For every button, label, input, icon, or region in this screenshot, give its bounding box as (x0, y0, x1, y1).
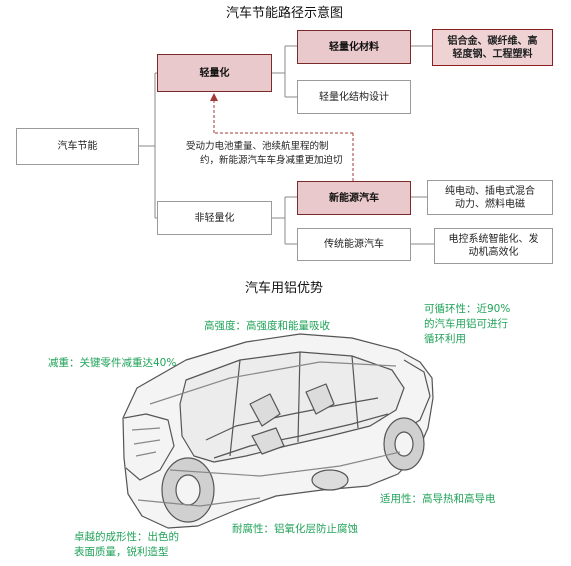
recycle-line-3: 循环利用 (424, 333, 466, 345)
traditional-detail-node: 电控系统智能化、发 动机高效化 (434, 228, 553, 264)
materials-detail-node: 铝合金、碳纤维、高 轻度钢、工程塑料 (432, 29, 553, 66)
materials-detail-line-1: 铝合金、碳纤维、高 (447, 35, 538, 47)
root-label: 汽车节能 (57, 141, 98, 152)
new-energy-node: 新能源汽车 (297, 181, 411, 215)
ne-detail-line-2: 动力、燃料电磁 (455, 198, 525, 210)
lightweight-label: 轻量化 (199, 67, 230, 79)
note-line-1: 受动力电池重量、池续航里程的制 (186, 141, 329, 152)
non-lightweight-node: 非轻量化 (157, 201, 272, 235)
recycle-line-1: 可循环性：近90% (424, 303, 511, 315)
advantage-suitability: 适用性：高导热和高导电 (380, 493, 496, 505)
materials-label: 轻量化材料 (329, 41, 379, 53)
new-energy-label: 新能源汽车 (329, 192, 379, 204)
materials-detail-line-2: 轻度钢、工程塑料 (452, 48, 533, 60)
advantage-forming: 卓越的成形性：出色的 表面质量，锐利造型 (74, 530, 179, 560)
advantage-recyclability: 可循环性：近90% 的汽车用铝可进行 循环利用 (424, 302, 510, 347)
traditional-node: 传统能源汽车 (297, 228, 411, 261)
recycle-line-2: 的汽车用铝可进行 (424, 318, 508, 330)
root-node: 汽车节能 (16, 128, 139, 165)
advantage-corrosion: 耐腐性：铝氧化层防止腐蚀 (232, 523, 358, 535)
trad-detail-line-1: 电控系统智能化、发 (448, 234, 539, 245)
non-lightweight-label: 非轻量化 (194, 212, 235, 224)
diagram-title: 汽车节能路径示意图 (226, 6, 344, 21)
forming-line-1: 卓越的成形性：出色的 (74, 531, 179, 543)
note-line-2: 约，新能源汽车车身减重更加迫切 (200, 155, 343, 166)
structure-node: 轻量化结构设计 (297, 80, 411, 114)
structure-label: 轻量化结构设计 (319, 91, 389, 103)
new-energy-detail-node: 纯电动、插电式混合 动力、燃料电磁 (427, 180, 553, 215)
ne-detail-line-1: 纯电动、插电式混合 (445, 185, 535, 197)
traditional-label: 传统能源汽车 (324, 239, 384, 250)
section-title: 汽车用铝优势 (245, 281, 324, 296)
trad-detail-line-2: 动机高效化 (468, 247, 519, 258)
materials-node: 轻量化材料 (297, 30, 411, 64)
forming-line-2: 表面质量，锐利造型 (74, 546, 169, 558)
lightweight-node: 轻量化 (157, 54, 272, 92)
advantage-strength: 高强度：高强度和能量吸收 (204, 320, 330, 332)
constraint-note: 受动力电池重量、池续航里程的制 约，新能源汽车车身减重更加迫切 (186, 140, 343, 168)
advantage-weight: 减重：关键零件减重达40% (48, 357, 177, 369)
connector-lines (139, 45, 434, 245)
